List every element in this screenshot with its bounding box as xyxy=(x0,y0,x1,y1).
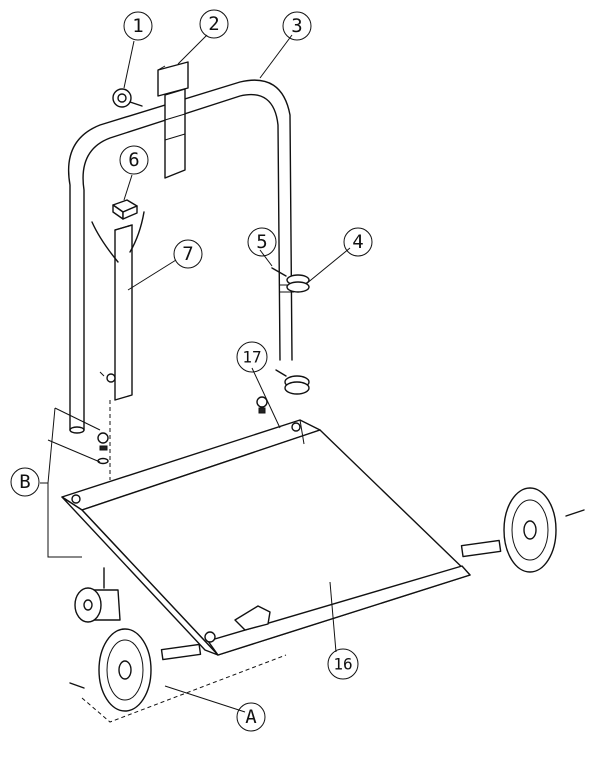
tube-cap xyxy=(112,199,138,220)
callout-6-label: 6 xyxy=(128,149,139,171)
callout-a: A xyxy=(236,702,266,732)
group-b-leader xyxy=(40,407,101,558)
cart-tray xyxy=(61,419,471,656)
left-nut-washer xyxy=(97,400,111,480)
callout-4: 4 xyxy=(343,227,373,257)
front-wheel-left xyxy=(69,628,202,712)
callout-a-label: A xyxy=(245,706,257,728)
callout-7-label: 7 xyxy=(182,243,193,265)
callout-5-label: 5 xyxy=(256,231,267,253)
callout-5: 5 xyxy=(247,227,277,257)
callout-2: 2 xyxy=(199,9,229,39)
callout-16: 16 xyxy=(327,648,359,680)
lower-support-tube xyxy=(91,211,145,401)
clamp-collar xyxy=(271,267,310,293)
callout-7: 7 xyxy=(173,239,203,269)
callout-2-label: 2 xyxy=(208,13,219,35)
rear-wheel-right xyxy=(460,487,585,573)
callout-3-label: 3 xyxy=(291,15,302,37)
callout-1-label: 1 xyxy=(132,15,143,37)
upper-extension-tube xyxy=(157,61,189,179)
callout-leaders xyxy=(123,34,351,653)
callout-17-label: 17 xyxy=(242,348,261,367)
adjustment-knob xyxy=(112,88,143,108)
callout-1: 1 xyxy=(123,11,153,41)
callout-6: 6 xyxy=(119,145,149,175)
group-a-leader xyxy=(81,654,287,723)
callout-4-label: 4 xyxy=(352,231,363,253)
callout-b-label: B xyxy=(19,471,30,493)
callout-b: B xyxy=(10,467,40,497)
lower-collar xyxy=(275,369,310,395)
callout-17: 17 xyxy=(236,341,268,373)
swivel-caster xyxy=(74,567,121,623)
callout-16-label: 16 xyxy=(333,655,352,674)
callout-3: 3 xyxy=(282,11,312,41)
